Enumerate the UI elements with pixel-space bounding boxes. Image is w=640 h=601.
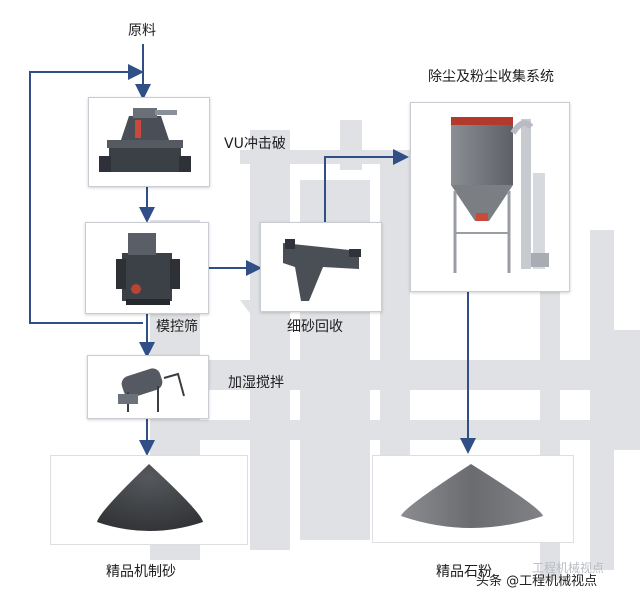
label-fine-machine-sand: 精品机制砂 (106, 564, 176, 580)
fine-machine-sand-card[interactable] (50, 455, 248, 545)
powder-pile-icon (401, 464, 543, 528)
watermark-text: 头条 @工程机械视点 (476, 574, 598, 589)
fine-sand-recovery-card[interactable] (260, 222, 382, 312)
watermark-faint: 工程机械视点 (532, 561, 605, 575)
dust-collection-card[interactable] (410, 102, 570, 292)
dust-collector-icon (451, 117, 549, 273)
sand-pile-icon (97, 464, 203, 531)
screen-machine-icon (116, 233, 180, 305)
label-fine-sand-recovery: 细砂回收 (287, 319, 343, 335)
label-humidify-mix: 加湿搅拌 (228, 375, 284, 391)
humidify-mixer-icon (118, 368, 185, 412)
fine-sand-recovery-icon (283, 239, 361, 301)
label-vu-crusher: VU冲击破 (224, 136, 286, 152)
vu-crusher-icon (99, 108, 191, 172)
flow-arrows (29, 44, 476, 456)
label-fine-stone-powder: 精品石粉 (436, 564, 492, 580)
fine-stone-powder-card[interactable] (372, 455, 574, 543)
label-screen: 模控筛 (156, 319, 198, 335)
label-raw-material: 原料 (128, 23, 156, 39)
humidify-mix-card[interactable] (87, 355, 209, 419)
screen-card[interactable] (85, 222, 209, 314)
vu-crusher-card[interactable] (88, 97, 210, 187)
label-dust-collection: 除尘及粉尘收集系统 (428, 69, 554, 85)
